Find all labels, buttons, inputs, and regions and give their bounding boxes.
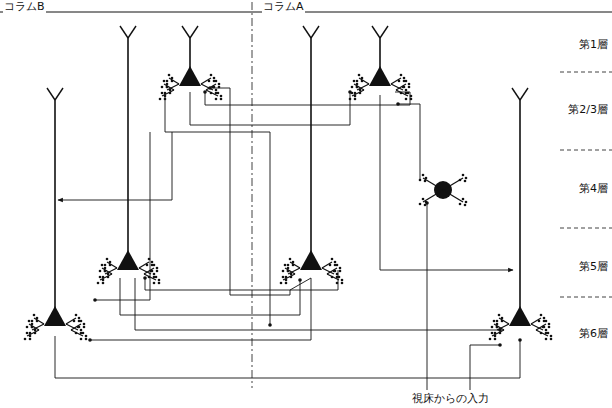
pyramidal-neuron [24, 88, 88, 340]
stellate-neuron [419, 174, 468, 207]
synapse-dot [88, 338, 92, 342]
axon-wire [55, 336, 520, 378]
synapse-dot [498, 343, 502, 347]
column-label: コラムB [3, 0, 46, 13]
axon-wire [135, 278, 500, 330]
layer-boundary [560, 228, 612, 229]
synapse-dot [298, 278, 302, 282]
synapse-dot [396, 102, 400, 106]
synapse-dot [143, 276, 147, 280]
axon-wire [190, 92, 350, 125]
axon-wire [210, 88, 311, 295]
layer-boundary [560, 72, 612, 73]
layer-boundary [560, 150, 612, 151]
top-rule [0, 12, 612, 13]
axon-wires [55, 86, 522, 390]
axon-wire [205, 92, 410, 105]
layer-label: 第4層 [578, 182, 609, 195]
synapse-dot [268, 323, 272, 327]
layer-label: 第6層 [578, 327, 609, 340]
axon-wire [90, 278, 311, 340]
layer-label: 第1層 [578, 38, 609, 51]
axon-wire [398, 104, 420, 180]
column-label: コラムA [262, 0, 305, 13]
synapse-dot [518, 338, 522, 342]
pyramidal-neuron [159, 26, 223, 100]
axon-wire [95, 132, 150, 300]
layer-label: 第2/3層 [567, 103, 609, 116]
layer-boundary [560, 297, 612, 298]
axon-wire [427, 203, 428, 390]
pyramidal-neuron [489, 88, 553, 340]
axon-wire [120, 278, 300, 315]
pyramidal-neuron [349, 26, 413, 100]
axon-wire [470, 345, 500, 390]
layer-label: 第5層 [578, 260, 609, 273]
pyramidal-neuron [280, 26, 344, 284]
input-label: 視床からの入力 [411, 392, 490, 405]
axon-wire [145, 270, 338, 290]
axon-wire [380, 95, 513, 270]
synapse-dot [93, 298, 97, 302]
pyramidal-neuron [97, 26, 161, 284]
axon-wire [58, 132, 172, 200]
